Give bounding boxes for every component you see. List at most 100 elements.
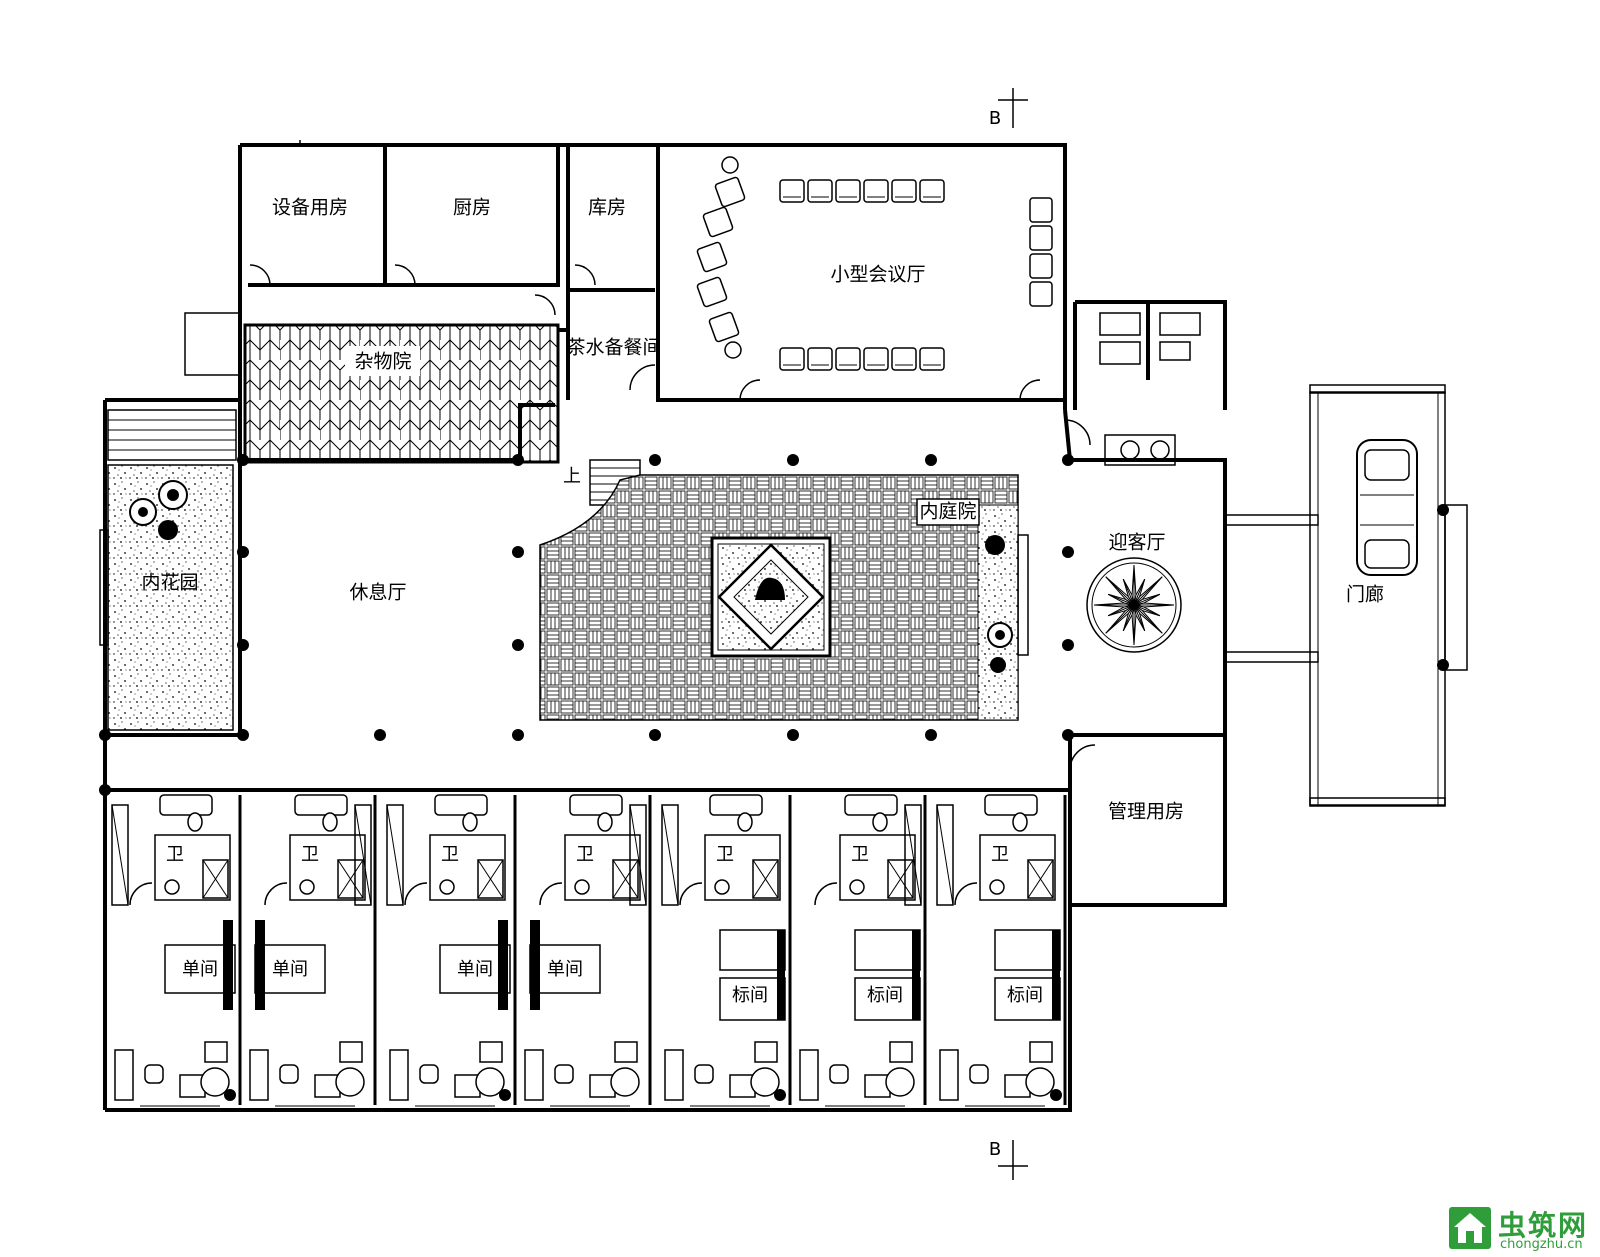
column <box>512 729 524 741</box>
table-icon <box>200 1067 230 1097</box>
chair-icon <box>702 206 734 238</box>
chair-icon <box>144 1064 164 1084</box>
bed-icon <box>529 944 601 994</box>
column <box>512 639 524 651</box>
headboard <box>912 930 920 1020</box>
sink-icon <box>849 879 865 895</box>
room-label-bath: 卫 <box>301 844 319 865</box>
column <box>374 729 386 741</box>
bathroom <box>154 834 231 901</box>
bathroom <box>979 834 1056 901</box>
sink-icon <box>439 879 455 895</box>
shower <box>752 859 779 899</box>
wardrobe <box>629 804 647 906</box>
sink-icon <box>299 879 315 895</box>
column <box>1062 729 1074 741</box>
desk <box>664 1049 684 1101</box>
courtyard-label-box <box>916 498 980 526</box>
guest-room: 卫标间 <box>936 794 1067 1107</box>
garden-gravel <box>107 464 234 731</box>
room-label-tea: 茶水备餐间 <box>566 337 661 359</box>
room-label-bath: 卫 <box>716 844 734 865</box>
sink-icon <box>574 879 590 895</box>
room-label-bath: 卫 <box>851 844 869 865</box>
plant-icon <box>721 156 739 174</box>
svg-text:上: 上 <box>563 466 581 487</box>
chair-icon <box>891 179 917 203</box>
bathroom <box>429 834 506 901</box>
toilet-icon <box>872 812 888 832</box>
column <box>649 454 661 466</box>
chair-icon <box>339 1041 363 1063</box>
desk <box>524 1049 544 1101</box>
column <box>1050 1089 1062 1101</box>
chair-icon <box>754 1041 778 1063</box>
chair-icon <box>1029 1041 1053 1063</box>
shower <box>612 859 639 899</box>
wardrobe <box>354 804 372 906</box>
meeting-chairs <box>696 156 1053 371</box>
desk <box>114 1049 134 1101</box>
svg-text:B: B <box>989 1139 1001 1160</box>
chair-icon <box>419 1064 439 1084</box>
room-label-standard: 标间 <box>732 985 768 1006</box>
room-label-single: 单间 <box>547 959 583 980</box>
table-icon <box>335 1067 365 1097</box>
chair-icon <box>696 241 728 273</box>
chair-icon <box>779 347 805 371</box>
column <box>1437 659 1449 671</box>
chair-icon <box>714 176 746 208</box>
room-label-standard: 标间 <box>867 985 903 1006</box>
table-icon <box>475 1067 505 1097</box>
headboard <box>498 920 508 1010</box>
bed-icon <box>719 929 786 971</box>
chair-icon <box>696 276 728 308</box>
room-label-courtyard: 内庭院 <box>919 501 976 523</box>
chair-icon <box>1029 197 1053 223</box>
column <box>237 546 249 558</box>
courtyard-glass <box>1017 534 1029 656</box>
bathtub-icon <box>294 794 348 816</box>
room-label-reception: 迎客厅 <box>1108 532 1165 554</box>
headboard <box>777 930 785 1020</box>
column <box>1437 504 1449 516</box>
chair-icon <box>479 1041 503 1063</box>
table-icon <box>750 1067 780 1097</box>
chair-icon <box>863 347 889 371</box>
chair-icon <box>863 179 889 203</box>
room-label-kitchen: 厨房 <box>453 197 491 219</box>
wardrobe <box>386 804 404 906</box>
toilet-icon <box>737 812 753 832</box>
table-icon <box>610 1067 640 1097</box>
guest-wing-walls <box>105 788 1072 1112</box>
toilet-icon <box>187 812 203 832</box>
chair-icon <box>1029 281 1053 307</box>
chair-icon <box>1029 225 1053 251</box>
structural-columns <box>99 454 1449 1101</box>
column <box>925 729 937 741</box>
bed-icon <box>854 929 921 971</box>
room-label-management: 管理用房 <box>1108 801 1184 823</box>
desk <box>389 1049 409 1101</box>
column <box>649 729 661 741</box>
toilet-icon <box>597 812 613 832</box>
chair-icon <box>614 1041 638 1063</box>
yard-pavement <box>243 323 560 464</box>
courtyard-centerpiece <box>710 536 832 658</box>
room-label-single: 单间 <box>182 959 218 980</box>
room-label-standard: 标间 <box>1007 985 1043 1006</box>
column <box>774 1089 786 1101</box>
chair-icon <box>807 179 833 203</box>
shower <box>477 859 504 899</box>
bathtub-icon <box>844 794 898 816</box>
porch <box>1225 384 1468 807</box>
room-label-single: 单间 <box>272 959 308 980</box>
chair-icon <box>807 347 833 371</box>
wardrobe <box>936 804 954 906</box>
desk <box>799 1049 819 1101</box>
chair-icon <box>694 1064 714 1084</box>
chair-icon <box>835 179 861 203</box>
room-label-equipment: 设备用房 <box>272 197 348 219</box>
guest-room: 卫单间 <box>249 794 377 1107</box>
table-icon <box>885 1067 915 1097</box>
